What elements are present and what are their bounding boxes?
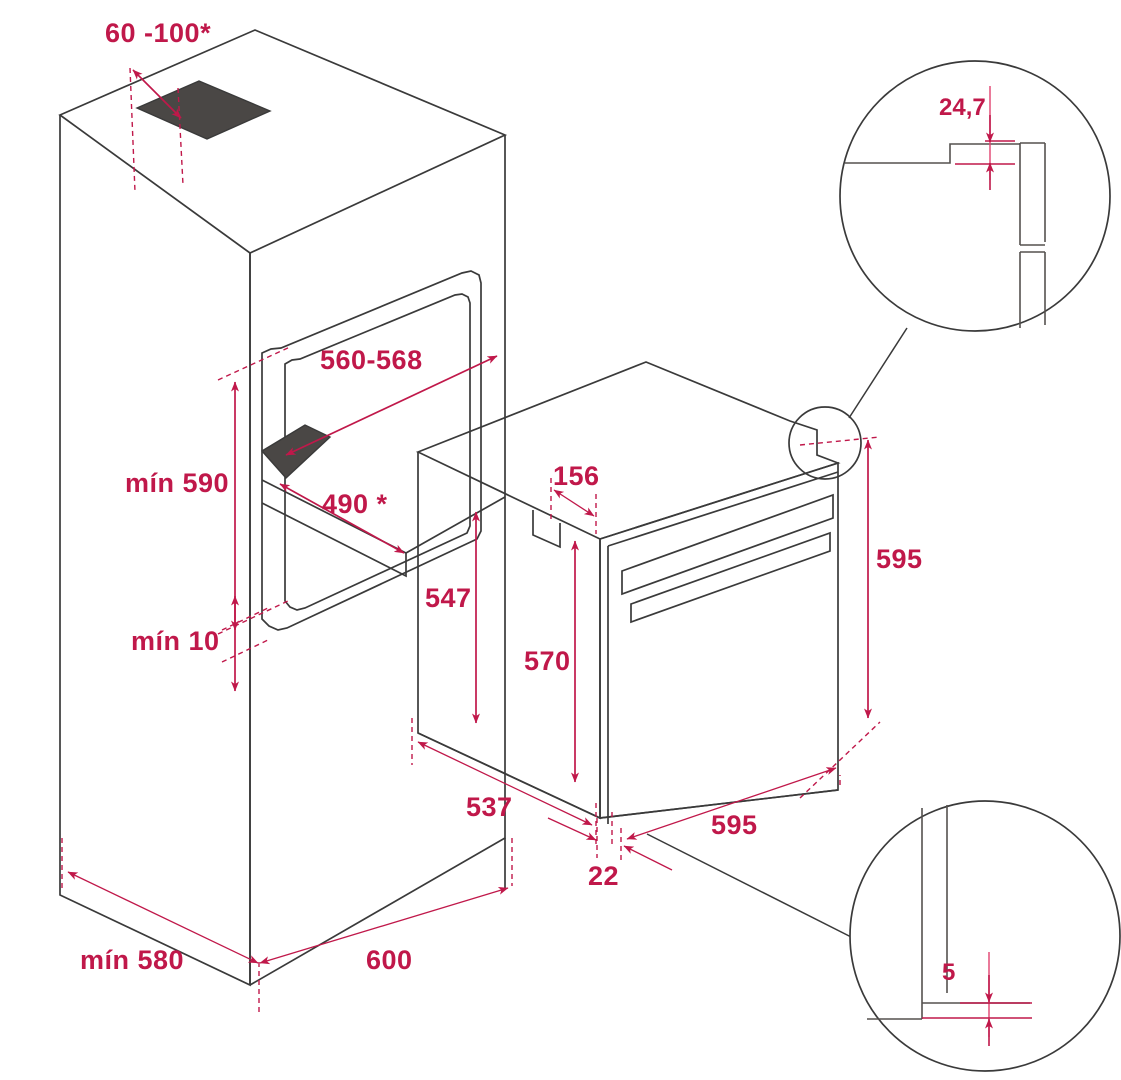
dim-label-vent-gap: 60 -100* xyxy=(105,18,211,48)
detail-top-dimension: 24,7 xyxy=(939,86,1015,190)
dim-oven-body-depth: 537 xyxy=(411,718,597,848)
detail-label-bottom: 5 xyxy=(942,959,955,986)
dim-niche-width: 560-568 xyxy=(285,345,498,456)
oven-door-handle xyxy=(630,531,831,624)
detail-circle-top xyxy=(839,60,1111,332)
dim-oven-front-height: 570 xyxy=(524,540,579,783)
dim-label-oven-body-height: 547 xyxy=(425,583,472,613)
dim-label-bottom-clearance: mín 10 xyxy=(131,626,220,656)
dim-label-notch-width: 156 xyxy=(553,461,600,491)
detail-marker-top xyxy=(788,406,862,480)
oven-front-frame xyxy=(599,461,839,819)
detail-callout-top: 24,7 xyxy=(788,60,1111,480)
oven-top-notch xyxy=(532,510,561,549)
detail-bottom-dimension: 5 xyxy=(922,952,1032,1046)
dim-label-front-panel-height: 595 xyxy=(876,544,923,574)
dim-label-cabinet-depth: mín 580 xyxy=(80,945,184,975)
dim-label-cabinet-width: 600 xyxy=(366,945,413,975)
oven-door-top-bezel xyxy=(607,471,839,547)
detail-top-geometry xyxy=(845,142,1046,328)
dim-label-door-offset: 22 xyxy=(588,861,619,891)
dim-label-niche-height: mín 590 xyxy=(125,468,229,498)
dim-niche-height: mín 590 xyxy=(125,346,291,635)
dim-vent-gap: 60 -100* xyxy=(105,18,211,193)
dim-oven-body-height: 547 xyxy=(425,511,480,724)
cabinet-right-face xyxy=(249,135,506,986)
niche-floor-edge xyxy=(405,496,506,554)
dim-label-niche-width: 560-568 xyxy=(320,345,423,375)
detail-leader-bottom xyxy=(646,833,866,945)
dim-label-front-panel-width: 595 xyxy=(711,810,758,840)
cabinet-column xyxy=(58,29,508,987)
dim-front-panel-height: 595 xyxy=(799,436,923,799)
dim-cabinet-depth: mín 580 xyxy=(61,838,260,1016)
dim-bottom-clearance: mín 10 xyxy=(131,595,269,692)
dim-cabinet-width: 600 xyxy=(259,838,513,975)
oven-left-face xyxy=(417,452,601,820)
dim-niche-depth: 490 * xyxy=(279,483,405,554)
detail-callout-bottom: 5 xyxy=(646,800,1121,1072)
dim-label-oven-body-depth: 537 xyxy=(466,792,513,822)
cabinet-front-face xyxy=(59,115,251,987)
oven-control-strip xyxy=(621,493,834,596)
dim-door-offset: 22 xyxy=(547,817,673,891)
dim-label-niche-depth: 490 * xyxy=(322,489,388,519)
dim-label-oven-front-height: 570 xyxy=(524,646,571,676)
dim-front-panel-width: 595 xyxy=(611,767,841,845)
dim-notch-width: 156 xyxy=(550,461,600,534)
detail-leader-top xyxy=(848,327,908,419)
cabinet-top-face xyxy=(58,29,508,254)
niche-vent-strip xyxy=(260,424,332,480)
top-vent-slot xyxy=(135,80,272,140)
detail-circle-bottom xyxy=(849,800,1121,1072)
detail-label-top: 24,7 xyxy=(939,94,986,121)
